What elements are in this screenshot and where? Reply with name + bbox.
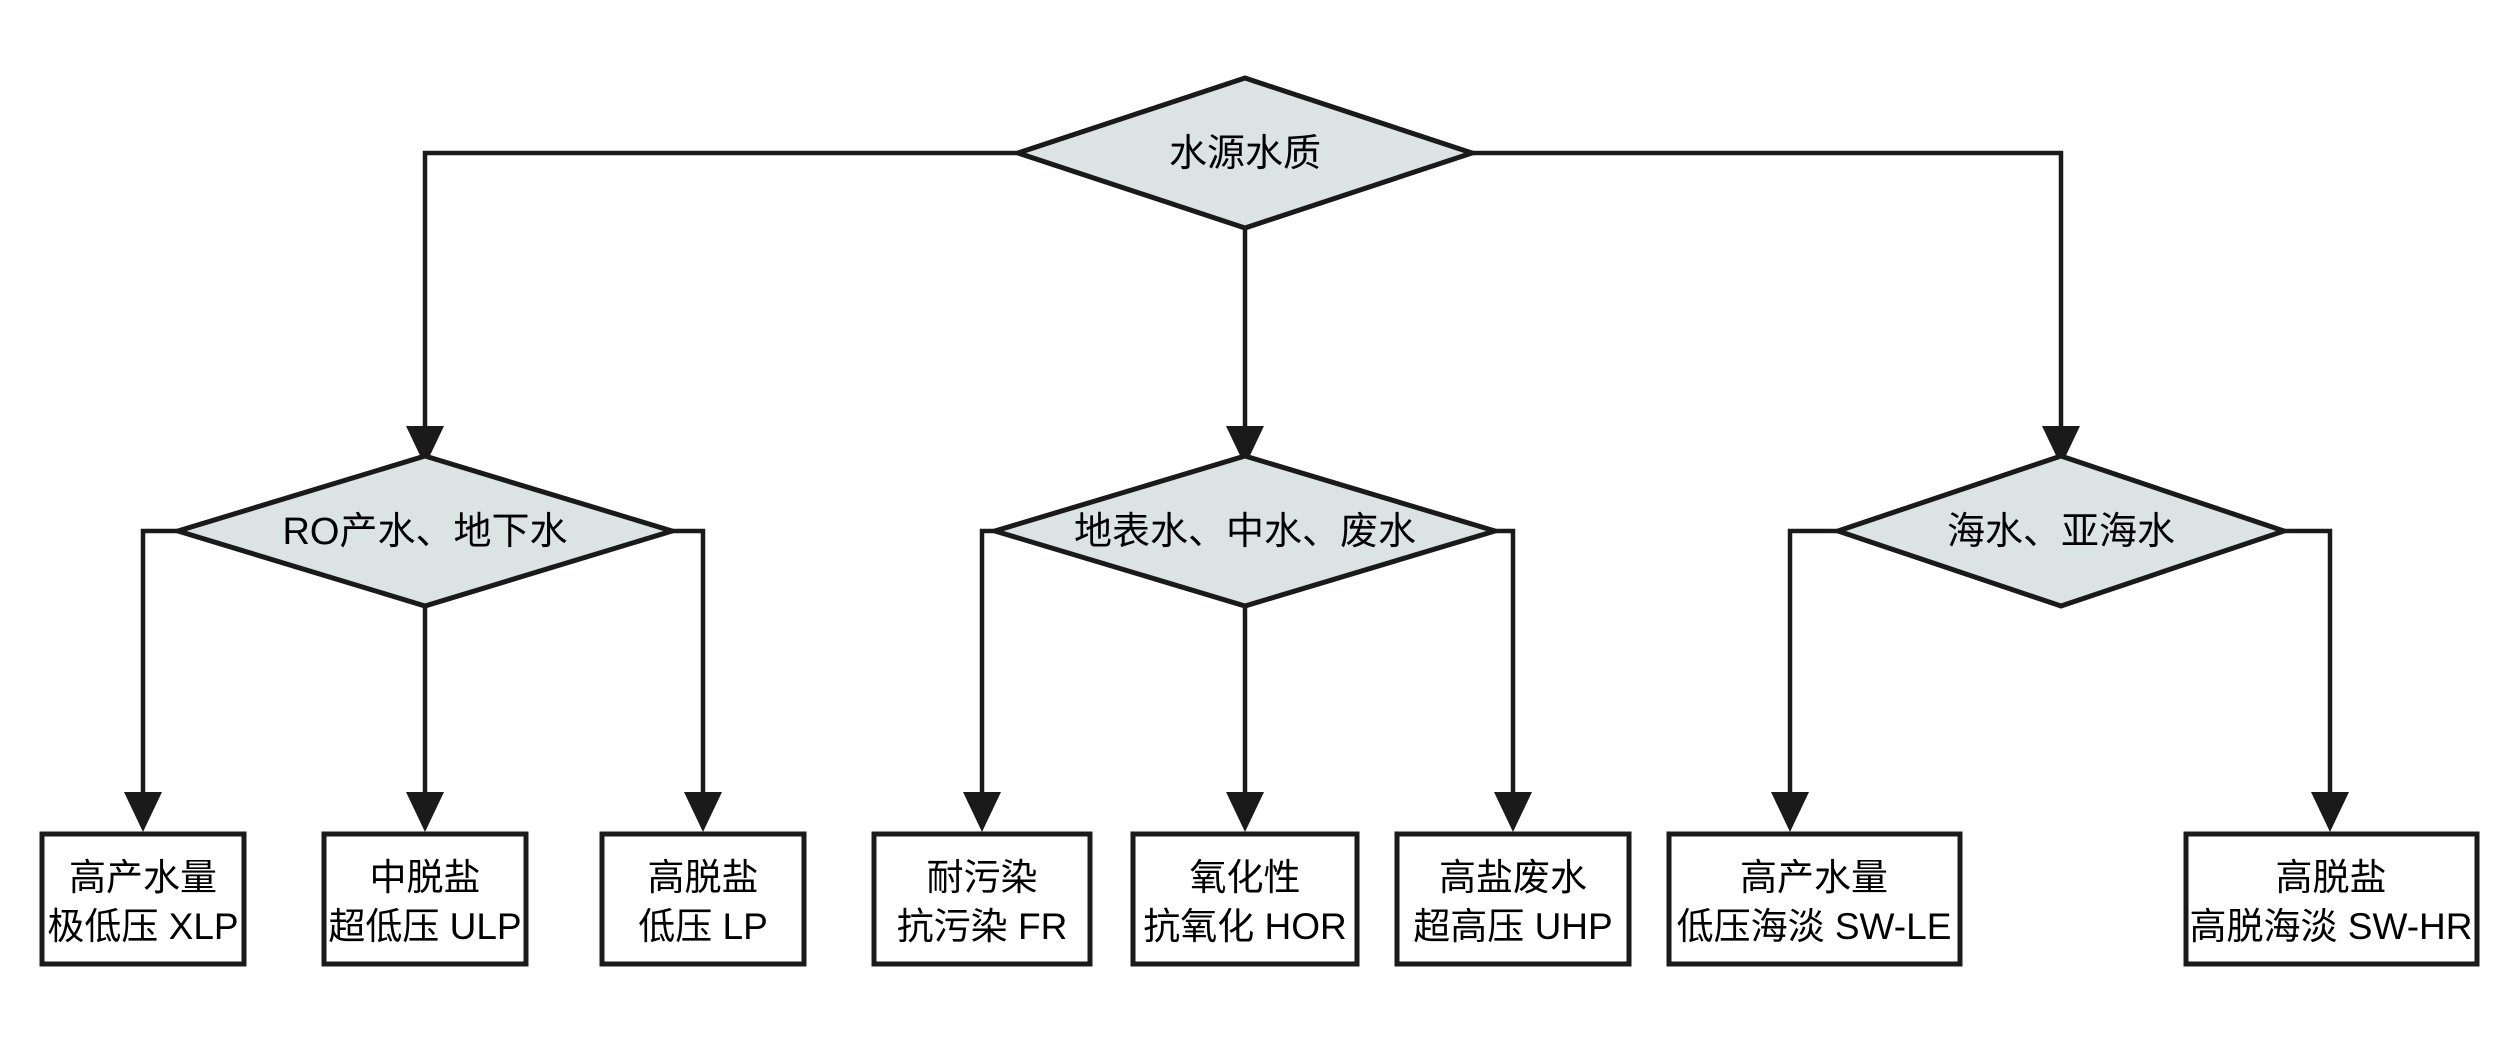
leaf-xlp-box[interactable] <box>39 831 247 967</box>
leaf-fr-line1: 耐污染 <box>927 857 1038 898</box>
leaf-sw-hr-line1: 高脱盐 <box>2276 857 2387 898</box>
connector-branch-ro-to-leaf-xlp <box>140 528 178 806</box>
branch-ro-label: RO产水、地下水 <box>282 511 567 553</box>
leaf-ulp-line1: 中脱盐 <box>370 857 481 898</box>
arrowhead-branch-ro-to-leaf-lp <box>684 792 722 832</box>
branch-surface-label: 地表水、中水、废水 <box>1074 511 1416 553</box>
arrowhead-branch-ro-to-leaf-xlp <box>124 792 162 832</box>
connector-branch-seawater-to-leaf-sw-le <box>1787 528 1838 806</box>
leaf-hor-line1: 氧化性 <box>1190 857 1301 898</box>
connector-branch-surface-to-leaf-uhp <box>1495 528 1516 806</box>
connector-branch-surface-to-leaf-fr <box>979 528 995 806</box>
leaf-uhp-line2: 超高压 UHP <box>1413 906 1612 947</box>
node-leaf-fr[interactable]: 耐污染 抗污染 FR <box>871 831 1093 967</box>
connector-branch-ro-to-leaf-lp <box>672 528 706 806</box>
arrowhead-branch-ro-to-leaf-ulp <box>406 792 444 832</box>
leaf-xlp-line1: 高产水量 <box>69 857 217 898</box>
connector-branch-seawater-to-leaf-sw-hr <box>2284 528 2333 806</box>
node-leaf-ulp[interactable]: 中脱盐 超低压 ULP <box>321 831 529 967</box>
leaf-uhp-box[interactable] <box>1394 831 1632 967</box>
node-leaf-sw-hr[interactable]: 高脱盐 高脱海淡 SW-HR <box>2183 831 2480 967</box>
leaf-hor-box[interactable] <box>1130 831 1360 967</box>
node-branch-ro-decision[interactable]: RO产水、地下水 <box>169 453 681 609</box>
arrowhead-branch-surface-to-leaf-uhp <box>1494 792 1532 832</box>
connector-group-root <box>406 150 2080 466</box>
leaf-uhp-line1: 高盐废水 <box>1439 857 1587 898</box>
node-leaf-sw-le[interactable]: 高产水量 低压海淡 SW-LE <box>1666 831 1963 967</box>
leaf-sw-hr-box[interactable] <box>2183 831 2480 967</box>
leaf-fr-box[interactable] <box>871 831 1093 967</box>
arrowhead-root-to-branch-seawater <box>2042 426 2080 466</box>
leaf-fr-line2: 抗污染 FR <box>897 906 1068 947</box>
leaf-xlp-line2: 极低压 XLP <box>47 906 238 947</box>
leaf-lp-line2: 低压 LP <box>638 906 768 947</box>
node-branch-surface-decision[interactable]: 地表水、中水、废水 <box>986 453 1504 609</box>
leaf-ulp-box[interactable] <box>321 831 529 967</box>
leaf-lp-box[interactable] <box>599 831 807 967</box>
arrowhead-branch-surface-to-leaf-fr <box>963 792 1001 832</box>
leaf-hor-line2: 抗氧化 HOR <box>1143 906 1347 947</box>
node-leaf-lp[interactable]: 高脱盐 低压 LP <box>599 831 807 967</box>
leaf-sw-le-box[interactable] <box>1666 831 1963 967</box>
arrowhead-branch-seawater-to-leaf-sw-le <box>1771 792 1809 832</box>
connector-root-to-branch-seawater <box>1472 150 2064 440</box>
node-root-decision[interactable]: 水源水质 <box>1010 75 1480 231</box>
arrowhead-root-to-branch-ro <box>406 426 444 466</box>
connector-group-branch-seawater <box>1771 528 2349 832</box>
arrowhead-root-to-branch-surface <box>1226 426 1264 466</box>
root-label: 水源水质 <box>1169 133 1321 175</box>
branch-ro-diamond-shape[interactable] <box>169 453 681 609</box>
node-branch-seawater-decision[interactable]: 海水、亚海水 <box>1830 453 2292 609</box>
root-diamond-shape[interactable] <box>1010 75 1480 231</box>
arrowhead-branch-seawater-to-leaf-sw-hr <box>2311 792 2349 832</box>
node-leaf-hor[interactable]: 氧化性 抗氧化 HOR <box>1130 831 1360 967</box>
leaf-sw-hr-line2: 高脱海淡 SW-HR <box>2190 906 2473 947</box>
leaf-sw-le-line1: 高产水量 <box>1740 857 1888 898</box>
branch-surface-diamond-shape[interactable] <box>986 453 1504 609</box>
node-leaf-xlp[interactable]: 高产水量 极低压 XLP <box>39 831 247 967</box>
branch-seawater-label: 海水、亚海水 <box>1947 511 2175 553</box>
leaf-sw-le-line2: 低压海淡 SW-LE <box>1677 906 1952 947</box>
leaf-lp-line1: 高脱盐 <box>648 857 759 898</box>
branch-seawater-diamond-shape[interactable] <box>1830 453 2292 609</box>
connector-group-branch-ro <box>124 528 722 832</box>
node-leaf-uhp[interactable]: 高盐废水 超高压 UHP <box>1394 831 1632 967</box>
leaf-ulp-line2: 超低压 ULP <box>328 906 521 947</box>
connector-root-to-branch-ro <box>422 150 1018 440</box>
arrowhead-branch-surface-to-leaf-hor <box>1226 792 1264 832</box>
